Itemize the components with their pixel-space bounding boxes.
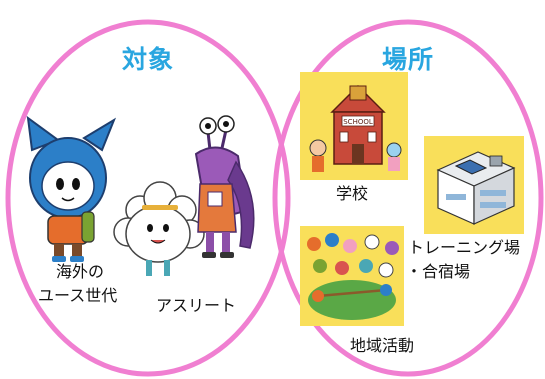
school-sign-text: SCHOOL bbox=[343, 118, 373, 126]
right-ellipse bbox=[272, 19, 544, 377]
athlete-cloud-character-illustration bbox=[113, 181, 205, 276]
community-label: 地域活動 bbox=[350, 336, 415, 355]
youth-character-illustration bbox=[26, 115, 117, 262]
training-label-line2: ・合宿場 bbox=[406, 262, 471, 281]
left-ellipse bbox=[5, 19, 291, 377]
right-group-title: 場所 bbox=[382, 45, 435, 74]
left-group-title: 対象 bbox=[122, 45, 175, 74]
youth-label-line1: 海外の bbox=[56, 262, 105, 281]
school-label: 学校 bbox=[336, 184, 369, 203]
school-illustration: SCHOOL bbox=[300, 72, 408, 180]
athlete-alien-character-illustration bbox=[194, 115, 255, 258]
training-facility-illustration bbox=[424, 136, 524, 234]
community-activity-illustration bbox=[300, 226, 404, 326]
youth-label-line2: ユース世代 bbox=[38, 286, 118, 305]
athlete-label: アスリート bbox=[156, 296, 237, 315]
training-label-line1: トレーニング場 bbox=[408, 238, 521, 257]
